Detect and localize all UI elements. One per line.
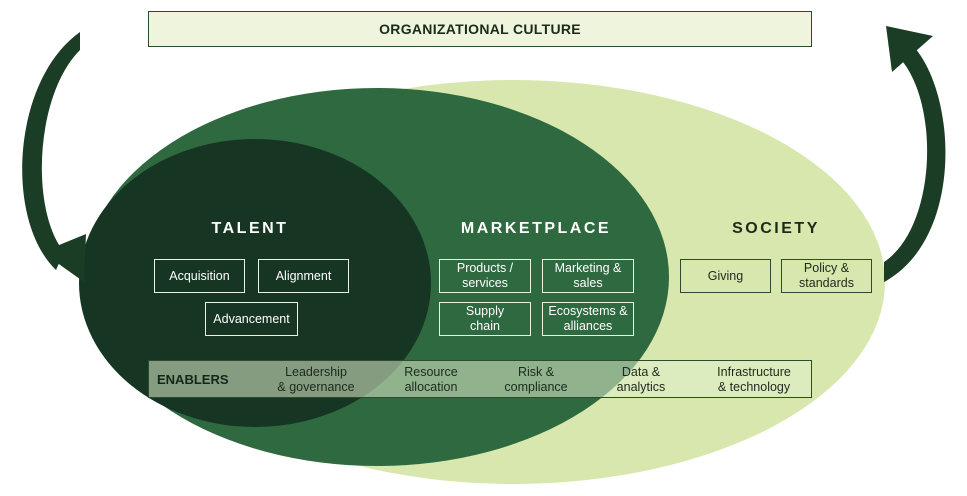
enabler-resource-allocation: Resource allocation — [404, 365, 458, 394]
marketplace-box-supply-chain: Supply chain — [439, 302, 531, 336]
enabler-leadership-governance: Leadership & governance — [277, 365, 355, 394]
talent-box-acquisition: Acquisition — [154, 259, 245, 293]
enablers-bar — [148, 360, 812, 398]
organizational-culture-label: ORGANIZATIONAL CULTURE — [379, 21, 581, 37]
talent-box-advancement: Advancement — [205, 302, 298, 336]
society-box-policy-standards: Policy & standards — [781, 259, 872, 293]
society-box-giving: Giving — [680, 259, 771, 293]
talent-heading: TALENT — [211, 220, 289, 237]
organizational-culture-bar: ORGANIZATIONAL CULTURE — [148, 11, 812, 47]
society-heading: SOCIETY — [732, 220, 820, 237]
left-curved-arrow-icon — [22, 32, 86, 282]
marketplace-box-ecosystems-alliances: Ecosystems & alliances — [542, 302, 634, 336]
talent-ellipse — [79, 139, 431, 427]
right-curved-arrow-icon — [884, 26, 946, 282]
enabler-risk-compliance: Risk & compliance — [504, 365, 568, 394]
enabler-data-analytics: Data & analytics — [616, 365, 666, 394]
marketplace-box-products-services: Products / services — [439, 259, 531, 293]
talent-box-alignment: Alignment — [258, 259, 349, 293]
marketplace-heading: MARKETPLACE — [460, 220, 612, 237]
marketplace-box-marketing-sales: Marketing & sales — [542, 259, 634, 293]
enablers-label: ENABLERS — [157, 372, 229, 387]
enabler-infrastructure-technology: Infrastructure & technology — [717, 365, 791, 394]
